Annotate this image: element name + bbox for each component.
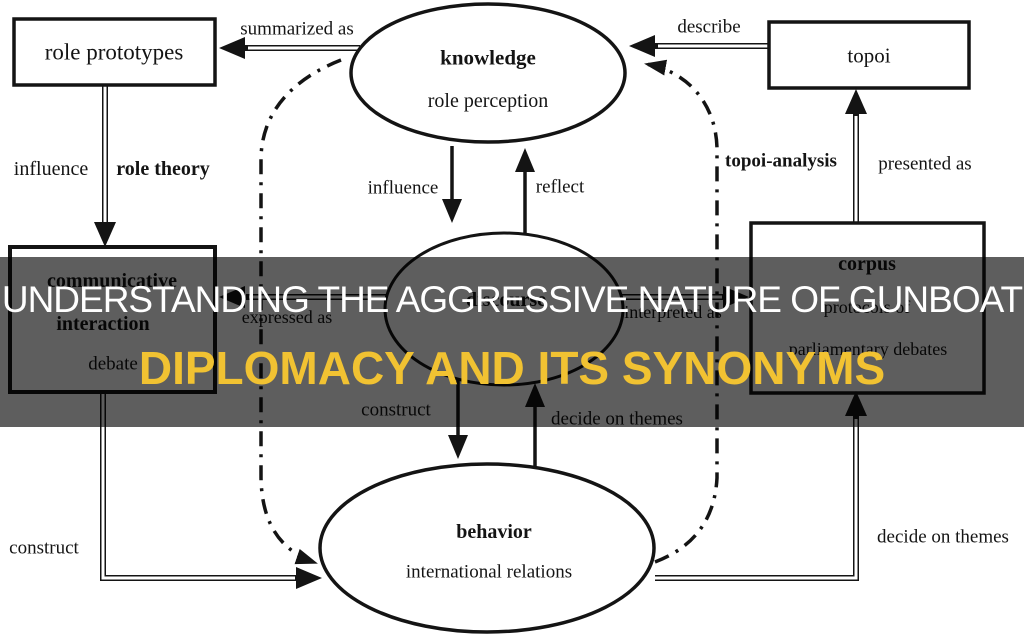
- edge-label-topoi-analysis: topoi-analysis: [725, 150, 837, 172]
- title-banner-overlay: UNDERSTANDING THE AGGRESSIVE NATURE OF G…: [0, 257, 1024, 427]
- edge-label-describe: describe: [677, 16, 741, 38]
- role-prototypes-label: role prototypes: [44, 39, 184, 65]
- banner-title-line1: UNDERSTANDING THE AGGRESSIVE NATURE OF G…: [1, 279, 1023, 320]
- edge-label-presented-as: presented as: [878, 153, 972, 175]
- edge-label-influence-left: influence: [13, 158, 89, 180]
- knowledge-ellipse: [349, 2, 627, 144]
- behavior-ellipse: [318, 462, 656, 634]
- edge-label-summarized-as: summarized as: [240, 18, 354, 40]
- edge-label-decide-on-themes-right: decide on themes: [877, 526, 1009, 548]
- edge-label-role-theory: role theory: [116, 158, 210, 180]
- knowledge-subtitle: role perception: [427, 90, 549, 112]
- edge-label-influence-center: influence: [367, 177, 439, 199]
- dashdot-behavior-to-knowledge: [644, 59, 719, 564]
- role-prototypes-box: [12, 17, 217, 87]
- knowledge-title: knowledge: [440, 45, 536, 70]
- behavior-title: behavior: [456, 521, 532, 543]
- behavior-subtitle: international relations: [405, 561, 573, 583]
- topoi-label: topoi: [847, 43, 891, 68]
- edge-label-reflect: reflect: [535, 176, 585, 198]
- topoi-box: [767, 20, 971, 90]
- edge-label-construct-left: construct: [9, 537, 79, 559]
- banner-title-line2: DIPLOMACY AND ITS SYNONYMS: [138, 342, 886, 394]
- dashdot-knowledge-to-behavior: [259, 58, 342, 565]
